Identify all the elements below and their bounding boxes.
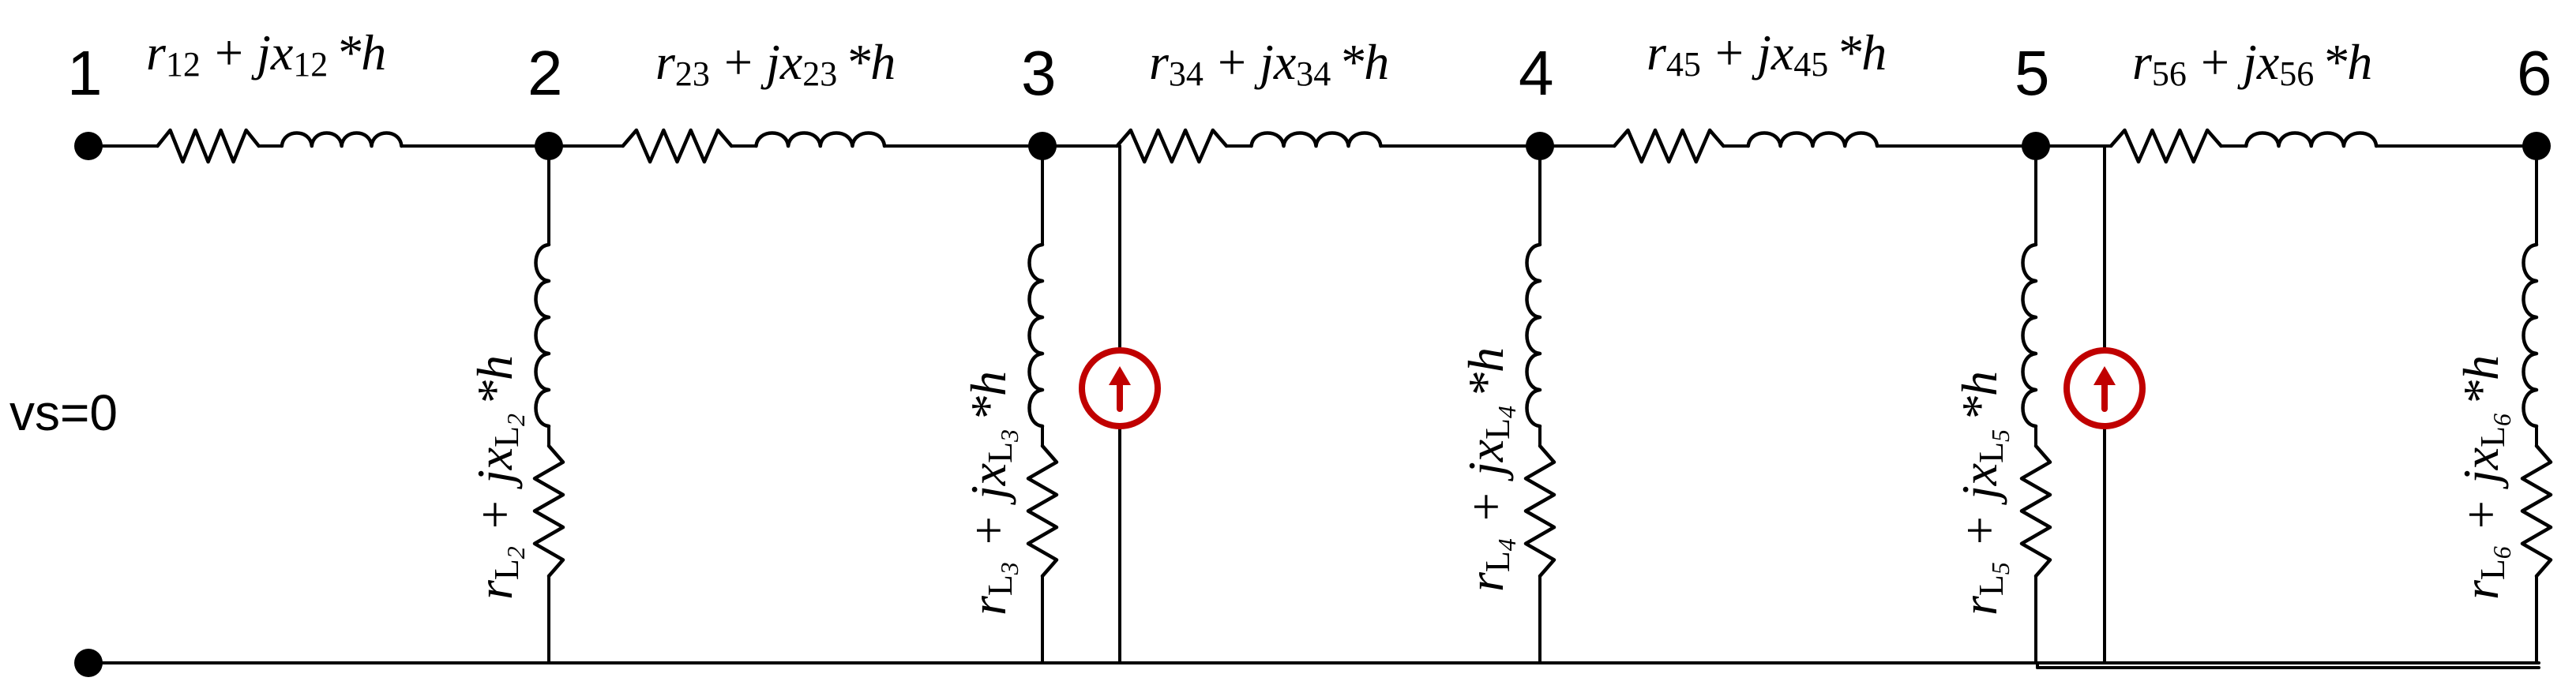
series-label-12: r12+jx12*h xyxy=(146,24,386,84)
series-label-34: r34+jx34*h xyxy=(1149,34,1389,93)
resistor-icon xyxy=(532,444,565,578)
resistor-icon xyxy=(156,128,261,164)
inductor-icon xyxy=(534,242,551,429)
load-label-L5: rL5+jxL5*h xyxy=(1951,371,2015,616)
resistor-icon xyxy=(2108,128,2223,164)
load-label-L6: rL6+jxL6*h xyxy=(2453,355,2516,600)
series-label-23: r23+jx23*h xyxy=(655,34,896,93)
node-label-4: 4 xyxy=(1519,38,1554,108)
node-label-6: 6 xyxy=(2517,38,2552,108)
inductor-icon xyxy=(754,131,887,148)
current-source-node-5 xyxy=(2063,144,2146,664)
series-branch-45 xyxy=(1538,128,2037,164)
series-branch-34 xyxy=(1041,128,1541,164)
resistor-icon xyxy=(1612,128,1725,164)
current-source-ring-icon xyxy=(2063,347,2146,429)
resistor-icon xyxy=(1026,444,1059,578)
node-label-2: 2 xyxy=(528,38,563,108)
inductor-icon xyxy=(1249,131,1383,148)
shunt-branch-L4 xyxy=(1523,144,1556,664)
resistor-icon xyxy=(621,128,734,164)
inductor-icon xyxy=(2021,242,2038,429)
inductor-icon xyxy=(1525,242,1542,429)
series-label-45: r45+jx45*h xyxy=(1647,24,1887,84)
load-label-L2: rL2+jxL2*h xyxy=(467,355,530,600)
load-label-L3: rL3+jxL3*h xyxy=(960,371,1023,616)
load-label-L4: rL4+jxL4*h xyxy=(1458,347,1521,592)
series-branch-12 xyxy=(87,128,550,164)
series-branches xyxy=(87,128,2538,164)
series-label-56: r56+jx56*h xyxy=(2132,34,2372,93)
node-label-1: 1 xyxy=(67,38,103,108)
shunt-branch-L3 xyxy=(1026,144,1059,664)
arrow-head-icon xyxy=(1109,366,1131,385)
resistor-icon xyxy=(2520,444,2553,578)
source-voltage-label: vs=0 xyxy=(9,384,118,441)
inductor-icon xyxy=(1746,131,1879,148)
arrow-head-icon xyxy=(2093,366,2116,385)
shunt-branch-L2 xyxy=(532,144,565,664)
inductor-icon xyxy=(1027,242,1045,429)
series-branch-56 xyxy=(2034,128,2538,164)
resistor-icon xyxy=(1115,128,1229,164)
shunt-branch-L6 xyxy=(2520,144,2553,664)
ground-terminal-dot xyxy=(74,649,103,677)
current-source-ring-icon xyxy=(1079,347,1161,429)
current-sources xyxy=(1079,144,2146,664)
inductor-icon xyxy=(2244,131,2379,148)
current-source-node-3 xyxy=(1079,144,1161,664)
node-label-3: 3 xyxy=(1021,38,1057,108)
shunt-branches xyxy=(532,144,2553,664)
inductor-icon xyxy=(2522,242,2539,429)
resistor-icon xyxy=(2019,444,2052,578)
resistor-icon xyxy=(1523,444,1556,578)
series-branch-23 xyxy=(547,128,1044,164)
node-label-5: 5 xyxy=(2015,38,2050,108)
inductor-icon xyxy=(280,131,404,148)
shunt-branch-L5 xyxy=(2019,144,2052,664)
